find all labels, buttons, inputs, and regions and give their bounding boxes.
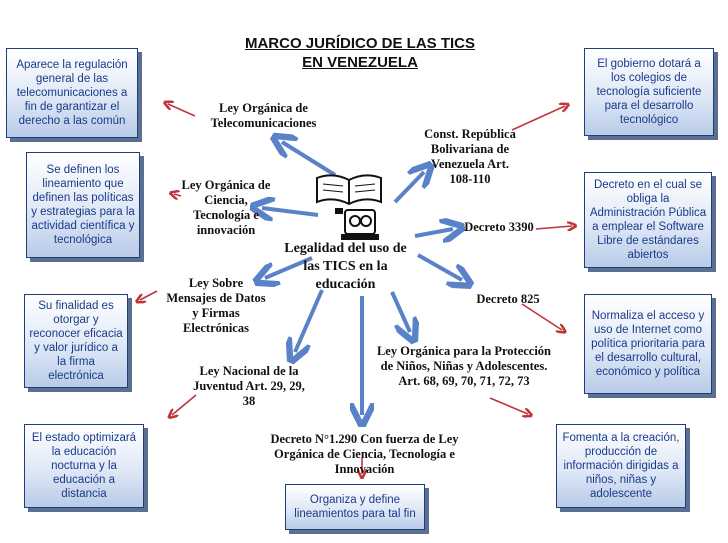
node-constitucion: Const. República Bolivariana de Venezuel…	[424, 127, 516, 186]
arrow-to-decreto3390	[414, 229, 453, 236]
red-arrow-decreto825	[521, 303, 562, 330]
box-ciencia: Se definen los lineamiento que definen l…	[26, 152, 140, 258]
box-juventud-text: El estado optimizará la educación noctur…	[31, 432, 137, 500]
box-lopna-text: Fomenta a la creación, producción de inf…	[562, 432, 680, 500]
node-ley-mensajes-datos: Ley Sobre Mensajes de Datos y Firmas Ele…	[166, 276, 266, 335]
arrow-to-juventud	[295, 289, 324, 352]
box-decreto-825: Normaliza el acceso y uso de Internet co…	[584, 294, 712, 394]
arrow-to-ciencia	[262, 208, 319, 215]
central-topic: Legalidad del uso de las TICS en la educ…	[284, 241, 407, 292]
arrow-to-telecom	[282, 142, 337, 177]
box-constitucion-text: El gobierno dotará a los colegios de tec…	[596, 58, 702, 126]
red-arrow-constitucion	[511, 106, 565, 131]
node-ley-ciencia: Ley Orgánica de Ciencia, Tecnología e in…	[181, 178, 271, 237]
node-decreto-1290: Decreto N°1.290 Con fuerza de Ley Orgáni…	[270, 432, 459, 476]
red-arrow-juventud	[172, 394, 197, 415]
title-line-2: EN VENEZUELA	[302, 54, 418, 71]
node-lopna: Ley Orgánica para la Protección de Niños…	[376, 344, 552, 388]
red-arrow-decreto3390	[535, 226, 572, 229]
box-juventud: El estado optimizará la educación noctur…	[24, 424, 144, 508]
box-decreto-3390-text: Decreto en el cual se obliga la Administ…	[589, 179, 707, 261]
box-lopna: Fomenta a la creación, producción de inf…	[556, 424, 686, 508]
box-decreto-1290-text: Organiza y define lineamientos para tal …	[294, 494, 416, 520]
box-mensajes-datos-text: Su finalidad es otorgar y reconocer efic…	[29, 300, 123, 382]
box-decreto-825-text: Normaliza el acceso y uso de Internet co…	[591, 310, 705, 378]
node-ley-telecomunicaciones: Ley Orgánica de Telecomunicaciones	[210, 101, 317, 130]
box-ciencia-text: Se definen los lineamiento que definen l…	[31, 164, 135, 246]
box-decreto-1290: Organiza y define lineamientos para tal …	[285, 484, 425, 530]
arrow-to-constitucion	[393, 172, 424, 204]
box-decreto-3390: Decreto en el cual se obliga la Administ…	[584, 172, 712, 268]
node-decreto-3390: Decreto 3390	[464, 220, 534, 234]
box-telecomunicaciones: Aparece la regulación general de las tel…	[6, 48, 138, 138]
title-line-1: MARCO JURÍDICO DE LAS TICS	[244, 35, 475, 52]
arrow-to-mensajes	[265, 256, 313, 278]
box-mensajes-datos: Su finalidad es otorgar y reconocer efic…	[24, 294, 128, 388]
red-arrow-mensajes	[140, 290, 158, 300]
red-arrow-lopna	[489, 397, 528, 414]
red-arrow-ciencia	[174, 194, 182, 196]
red-arrow-telecom	[168, 104, 196, 117]
arrow-to-lopna	[390, 291, 410, 332]
node-ley-juventud: Ley Nacional de la Juventud Art. 29, 29,…	[193, 364, 305, 408]
page-title: MARCO JURÍDICO DE LAS TICS EN VENEZUELA	[200, 34, 520, 72]
node-decreto-825: Decreto 825	[476, 292, 540, 306]
arrow-to-decreto825	[417, 253, 462, 280]
box-telecomunicaciones-text: Aparece la regulación general de las tel…	[16, 59, 128, 127]
box-constitucion: El gobierno dotará a los colegios de tec…	[584, 48, 714, 136]
book-computer-icon	[316, 174, 382, 240]
